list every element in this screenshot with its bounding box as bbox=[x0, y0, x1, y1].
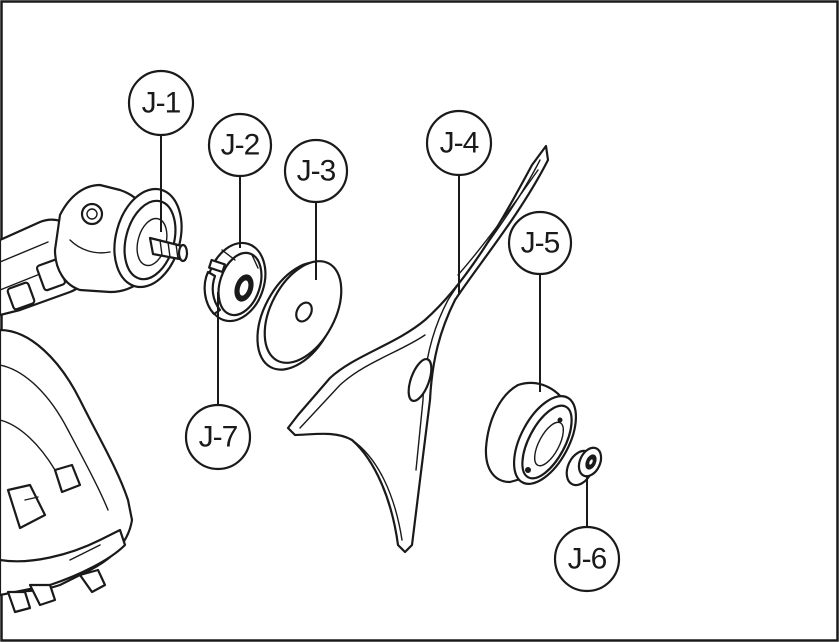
svg-text:J-2: J-2 bbox=[221, 129, 260, 162]
part-j6-nut bbox=[565, 446, 603, 487]
svg-text:J-1: J-1 bbox=[142, 87, 181, 120]
callout-j7: J-7 bbox=[184, 403, 252, 471]
callout-j4: J-4 bbox=[425, 109, 493, 177]
callout-j3: J-3 bbox=[283, 138, 349, 204]
callout-j2: J-2 bbox=[207, 112, 273, 178]
svg-text:J-4: J-4 bbox=[440, 127, 479, 160]
svg-text:J-7: J-7 bbox=[199, 421, 238, 454]
svg-text:J-3: J-3 bbox=[297, 155, 336, 188]
callout-j1: J-1 bbox=[127, 69, 195, 137]
part-j7-clip bbox=[203, 258, 226, 316]
callout-j5: J-5 bbox=[507, 210, 573, 276]
svg-text:J-6: J-6 bbox=[568, 543, 607, 576]
svg-text:J-5: J-5 bbox=[521, 227, 560, 260]
part-j4-blade bbox=[286, 144, 550, 554]
part-j3-washer bbox=[256, 260, 343, 371]
trimmer-housing bbox=[0, 183, 189, 614]
callout-j6: J-6 bbox=[553, 525, 621, 593]
part-j5-blade-cover bbox=[484, 381, 578, 485]
